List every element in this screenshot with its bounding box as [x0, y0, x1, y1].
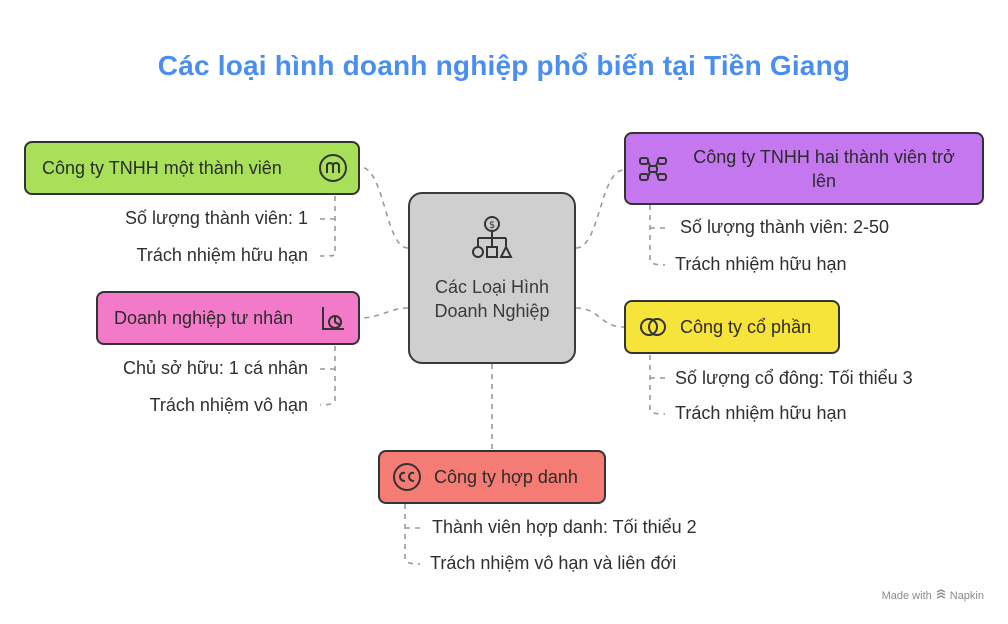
detail-tnhh2-members: Số lượng thành viên: 2-50	[680, 217, 889, 237]
detail-cophan-shareholders: Số lượng cổ đông: Tối thiểu 3	[675, 368, 913, 388]
connector-dntn	[359, 307, 409, 319]
center-label: Các Loại Hình Doanh Nghiệp	[434, 277, 550, 321]
node-label: Công ty TNHH một thành viên	[42, 157, 282, 178]
center-node[interactable]: $ Các Loại Hình Doanh Nghiệp	[408, 192, 576, 364]
diagram-title: Các loại hình doanh nghiệp phổ biến tại …	[157, 50, 851, 81]
node-label: Công ty cổ phần	[680, 316, 812, 337]
node-label: Công ty TNHH hai thành viên trở lên	[693, 146, 955, 191]
network-icon	[638, 154, 668, 184]
made-with-napkin[interactable]: Made with Napkin	[882, 589, 984, 602]
connector-tnhh2-details	[649, 205, 666, 266]
connector-tnhh1	[359, 166, 409, 249]
org-chart-dollar-icon: $	[468, 216, 516, 269]
napkin-brand: Napkin	[949, 589, 984, 602]
detail-tnhh1-liability: Trách nhiệm hữu hạn	[136, 245, 308, 265]
node-label: Doanh nghiệp tư nhân	[114, 307, 294, 328]
detail-tnhh1-members: Số lượng thành viên: 1	[125, 208, 308, 228]
detail-hopdanh-liability: Trách nhiệm vô hạn và liên đới	[430, 553, 677, 573]
connector-dntn-details	[319, 346, 336, 406]
node-tnhh-mot-thanh-vien[interactable]: Công ty TNHH một thành viên	[24, 141, 360, 195]
connector-cophan-details	[649, 355, 666, 415]
detail-cophan-liability: Trách nhiệm hữu hạn	[675, 403, 847, 423]
svg-text:$: $	[489, 220, 495, 231]
detail-tnhh2-liability: Trách nhiệm hữu hạn	[675, 254, 847, 274]
connector-tnhh2	[575, 169, 625, 249]
detail-hopdanh-members: Thành viên hợp danh: Tối thiểu 2	[432, 517, 697, 537]
detail-dntn-owner: Chủ sở hữu: 1 cá nhân	[123, 358, 308, 378]
node-cong-ty-co-phan[interactable]: Công ty cổ phần	[624, 300, 840, 354]
node-cong-ty-hop-danh[interactable]: Công ty hợp danh	[378, 450, 606, 504]
made-with-label: Made with	[881, 589, 932, 602]
connector-cophan	[575, 307, 625, 328]
cc-icon	[392, 462, 422, 492]
connector-hopdanh-details	[404, 504, 421, 565]
node-label: Công ty hợp danh	[434, 466, 578, 487]
connector-tnhh1-details	[319, 196, 336, 257]
detail-dntn-liability: Trách nhiệm vô hạn	[149, 395, 308, 415]
node-tnhh-hai-thanh-vien[interactable]: Công ty TNHH hai thành viên trở lên	[624, 132, 984, 205]
napkin-logo-icon	[936, 589, 946, 602]
interlocking-rings-icon	[638, 312, 668, 342]
letter-m-icon	[318, 153, 348, 183]
node-doanh-nghiep-tu-nhan[interactable]: Doanh nghiệp tư nhân	[96, 291, 360, 345]
person-chart-icon	[318, 303, 348, 333]
